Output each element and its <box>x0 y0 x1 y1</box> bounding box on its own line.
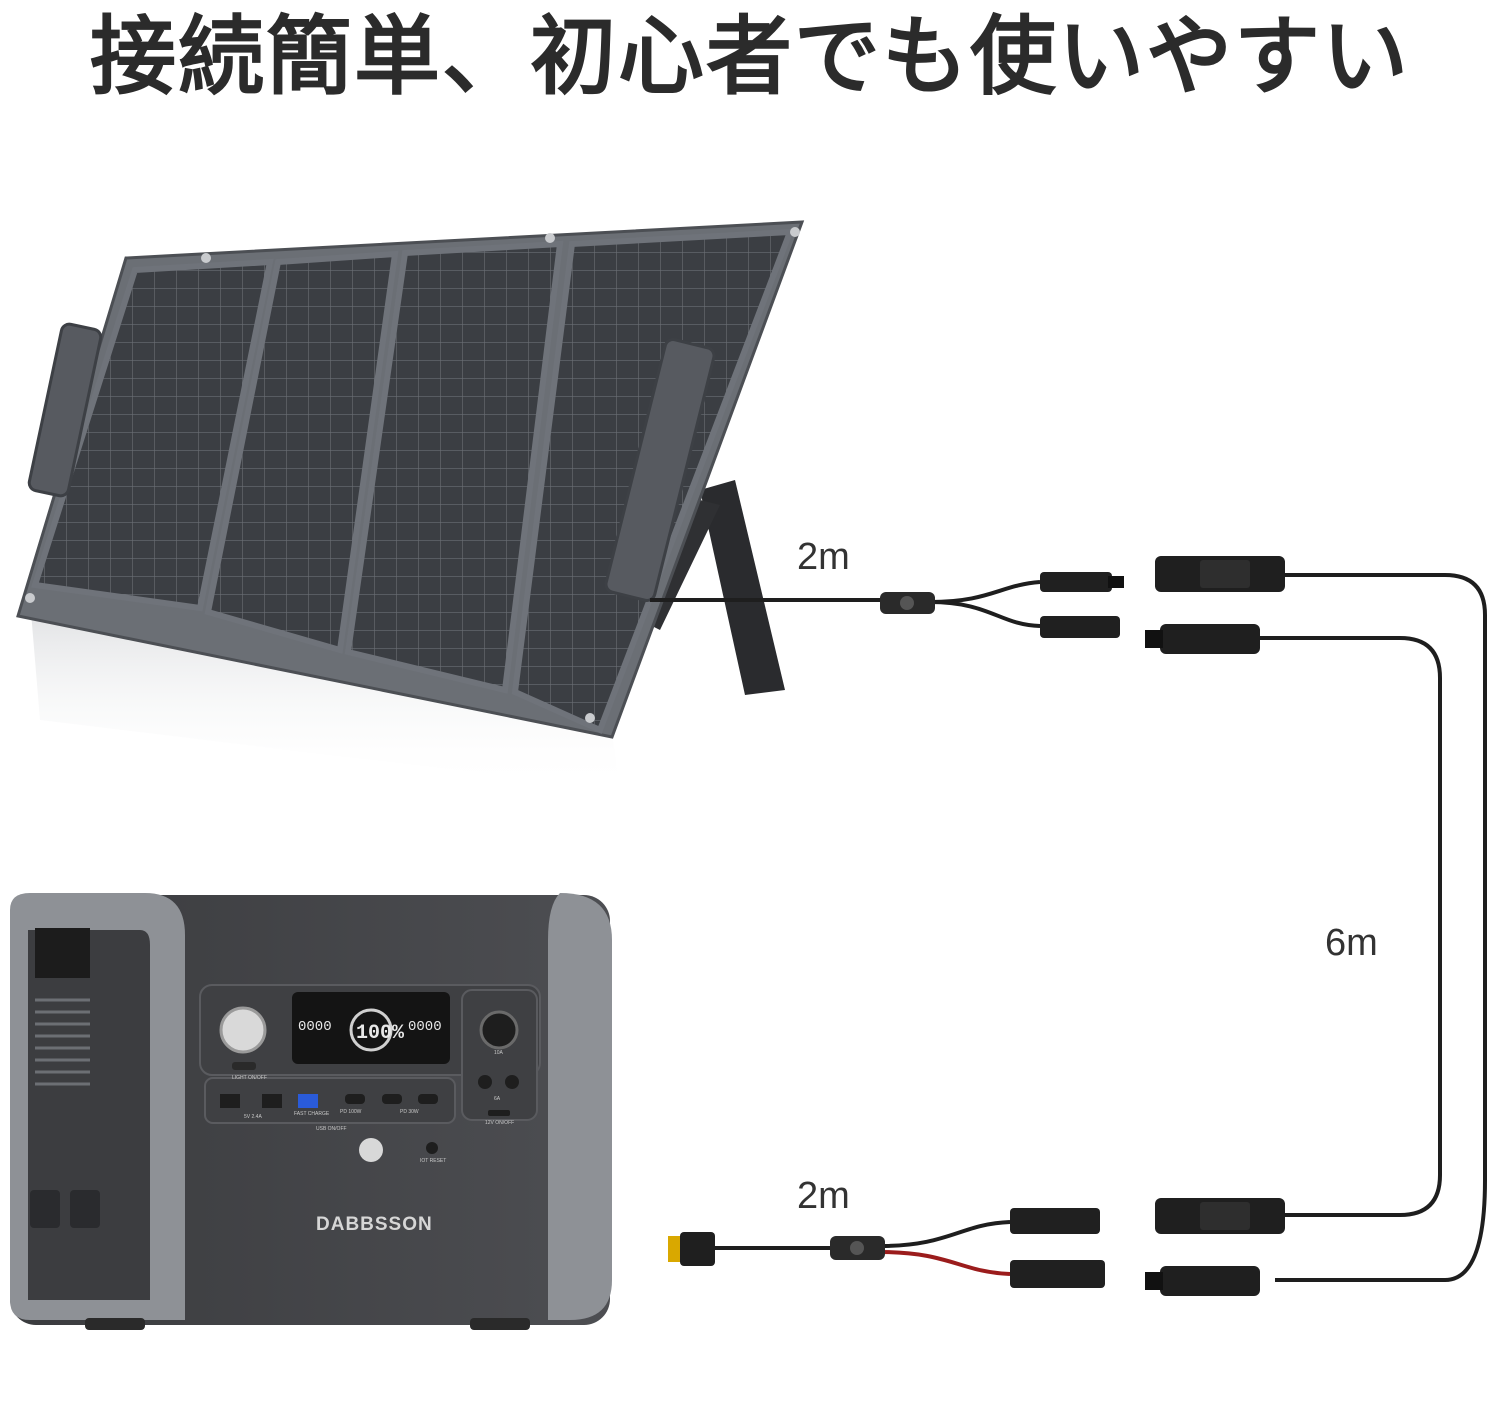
light-icon <box>219 1006 267 1054</box>
extension-mc4-top <box>1145 556 1285 654</box>
extension-cable <box>1260 573 1487 1282</box>
station-cable-length: 2m <box>797 1175 850 1217</box>
light-button-label: LIGHT ON/OFF <box>232 1075 267 1081</box>
iot-reset-label: IOT RESET <box>420 1158 446 1164</box>
dc-port-label: 6A <box>494 1096 501 1102</box>
extension-cable-length: 6m <box>1325 922 1378 964</box>
usb-button-label: USB ON/OFF <box>316 1126 347 1132</box>
pd100-label: PD 100W <box>340 1109 362 1115</box>
car-port-label: 10A <box>494 1050 504 1056</box>
lcd-output: 0000 <box>408 1019 442 1035</box>
dc-button-label: 12V ON/OFF <box>485 1120 514 1126</box>
panel-cable <box>650 580 1041 628</box>
headline: 接続簡単、初心者でも使いやすい <box>90 7 1410 107</box>
panel-mc4-connectors <box>1040 572 1124 638</box>
xt60-connector <box>668 1232 715 1266</box>
pd30-label: PD 30W <box>400 1109 419 1115</box>
lcd-percent: 100% <box>356 1022 405 1045</box>
usb-a-label: 5V 2.4A <box>244 1114 262 1120</box>
power-button <box>359 1138 383 1162</box>
extension-mc4-bottom <box>1145 1198 1285 1296</box>
panel-kickstand <box>700 480 785 695</box>
panel-cable-length: 2m <box>797 536 850 578</box>
fast-charge-label: FAST CHARGE <box>294 1111 330 1117</box>
lcd-display <box>292 992 450 1064</box>
power-station <box>10 893 612 1330</box>
panel-cable-junction <box>880 592 935 614</box>
station-cable-junction <box>830 1236 885 1260</box>
solar-panel <box>16 220 805 739</box>
lcd-input: 0000 <box>298 1019 332 1035</box>
station-cable <box>710 1220 1011 1276</box>
brand-logo: DABBSSON <box>316 1214 433 1235</box>
station-mc4-connectors <box>1010 1208 1105 1288</box>
